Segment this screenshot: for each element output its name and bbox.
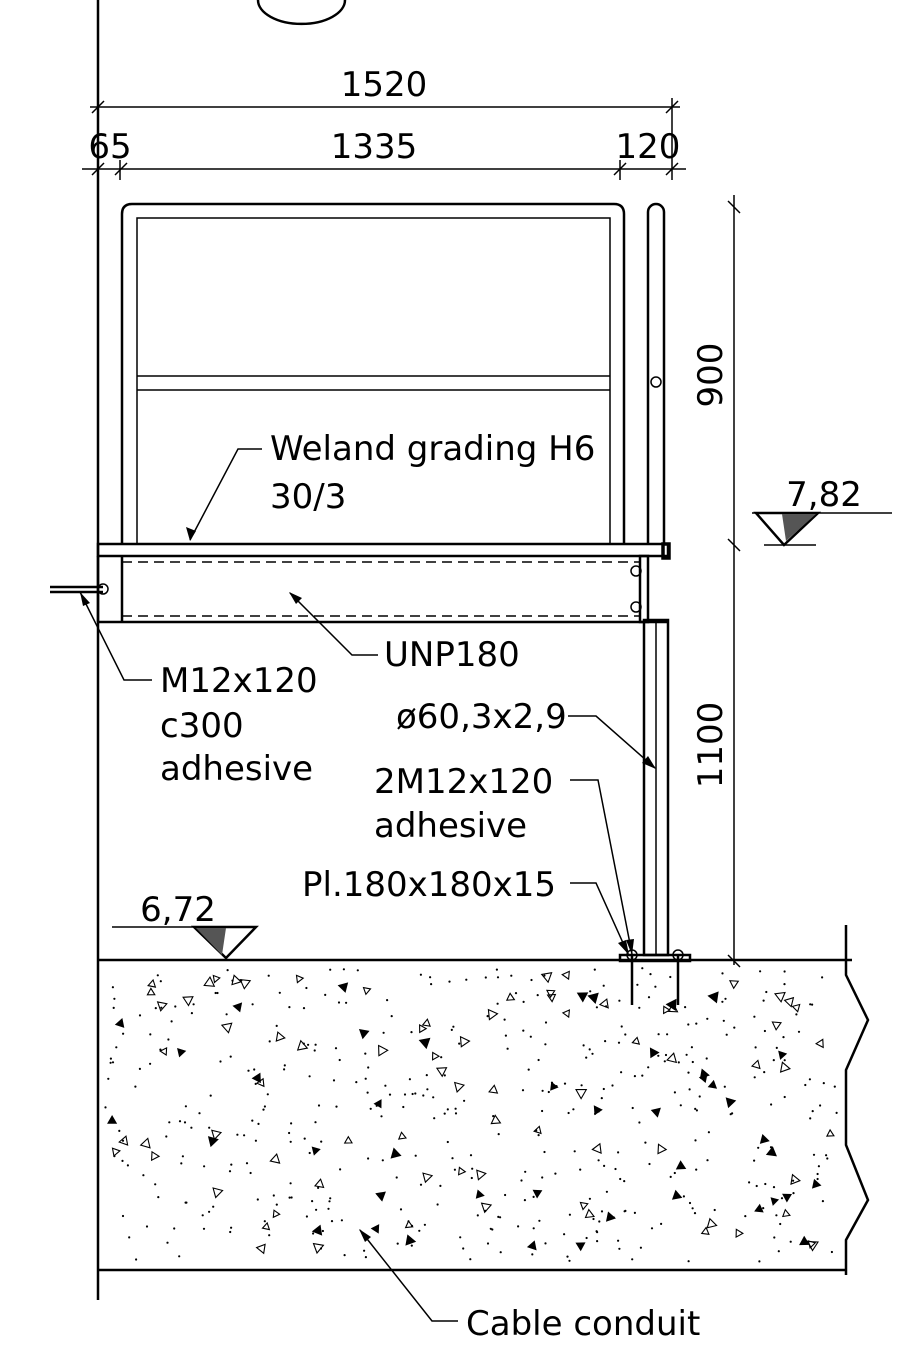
label-post-anchor-line1: 2M12x120 bbox=[374, 762, 553, 802]
svg-text:1100: 1100 bbox=[691, 702, 731, 789]
dimension-vertical: 900 1100 bbox=[691, 195, 741, 968]
label-grating-line2: 30/3 bbox=[270, 477, 346, 517]
concrete-slab bbox=[98, 925, 870, 1275]
label-grating-line1: Weland grading H6 bbox=[270, 429, 595, 469]
leader-anchor bbox=[79, 591, 152, 681]
grating-deck bbox=[96, 542, 671, 560]
label-conduit: Cable conduit bbox=[466, 1304, 700, 1344]
leader-pipe bbox=[568, 715, 656, 769]
label-channel: UNP180 bbox=[384, 635, 520, 675]
leader-base-plate bbox=[570, 882, 629, 955]
svg-text:7,82: 7,82 bbox=[786, 475, 862, 515]
dimension-overall: 1520 bbox=[90, 65, 680, 114]
label-anchor-line3: adhesive bbox=[160, 749, 313, 789]
leader-channel bbox=[289, 592, 378, 656]
label-post-anchor-line2: adhesive bbox=[374, 806, 527, 846]
svg-text:120: 120 bbox=[616, 127, 681, 167]
svg-text:6,72: 6,72 bbox=[140, 890, 216, 930]
label-base-plate: Pl.180x180x15 bbox=[302, 865, 556, 905]
label-anchor-line2: c300 bbox=[160, 706, 244, 746]
concrete-aggregate bbox=[104, 967, 838, 1263]
anchor-bolt-left bbox=[50, 585, 103, 594]
base-plate bbox=[618, 949, 692, 1005]
level-marker-top: 7,82 bbox=[752, 475, 892, 547]
railing-frame bbox=[120, 202, 626, 545]
svg-text:1335: 1335 bbox=[331, 127, 418, 167]
label-anchor-line1: M12x120 bbox=[160, 661, 318, 701]
label-pipe: ø60,3x2,9 bbox=[396, 697, 567, 737]
svg-text:900: 900 bbox=[691, 343, 731, 408]
leader-conduit bbox=[359, 1229, 458, 1322]
svg-text:1520: 1520 bbox=[341, 65, 428, 105]
leader-grating bbox=[186, 448, 262, 541]
svg-text:65: 65 bbox=[88, 127, 131, 167]
leader-post-anchor bbox=[570, 779, 634, 955]
dimension-segments: 65 1335 120 bbox=[82, 98, 686, 180]
level-marker-ground: 6,72 bbox=[112, 890, 259, 960]
detail-circle-fragment bbox=[256, 0, 347, 26]
unp180-channel bbox=[96, 554, 668, 624]
